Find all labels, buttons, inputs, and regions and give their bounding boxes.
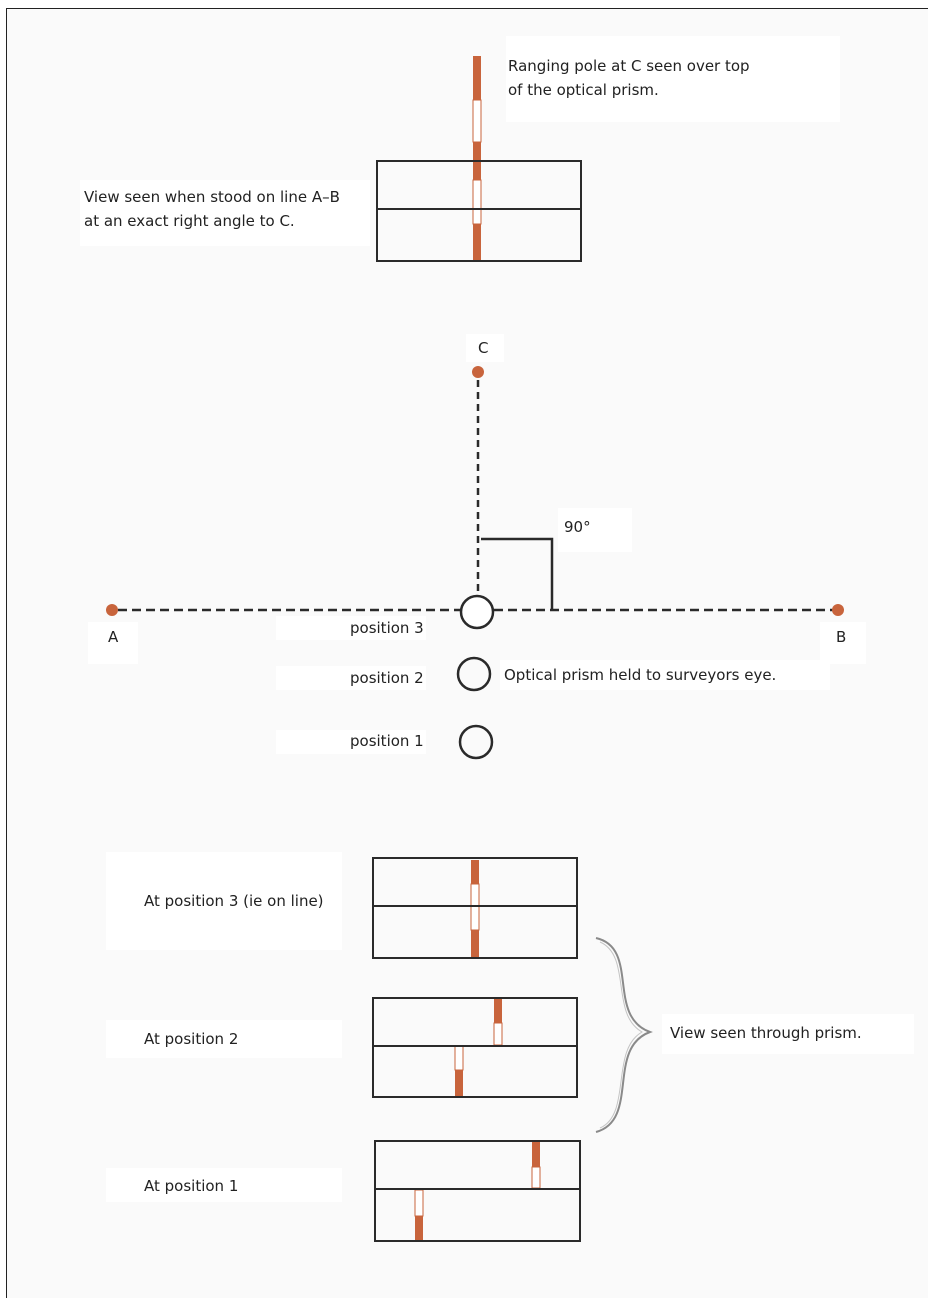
label-bg: [662, 1014, 914, 1054]
view-caption-line1: View seen when stood on line A–B: [84, 188, 340, 206]
view-position-1: [374, 1140, 581, 1242]
label-bg: [106, 1168, 342, 1202]
point-b-label: B: [836, 628, 847, 646]
label-bg: [80, 180, 370, 246]
through-prism-label: View seen through prism.: [670, 1024, 862, 1042]
at-position-1-label: At position 1: [144, 1177, 239, 1195]
view-position-2: [372, 997, 578, 1098]
view-position-3: [372, 857, 578, 959]
ranging-pole: [472, 56, 482, 261]
top-prism-view: [376, 56, 582, 262]
label-bg: [276, 730, 426, 754]
point-c-label: C: [478, 339, 489, 357]
label-bg: [106, 852, 342, 950]
label-bg: [506, 36, 840, 122]
position-3-label: position 3: [350, 619, 424, 637]
prism-position-2: [456, 656, 492, 692]
angle-label: 90°: [564, 518, 591, 536]
point-a-dot: [106, 604, 118, 616]
plan-diagram: [106, 366, 844, 760]
prism-outline: [376, 160, 582, 262]
position-1-label: position 1: [350, 732, 424, 750]
pole-caption-line2: of the optical prism.: [508, 81, 659, 99]
at-position-3-label: At position 3 (ie on line): [144, 892, 324, 910]
point-c-dot: [472, 366, 484, 378]
at-position-2-label: At position 2: [144, 1030, 239, 1048]
point-b-dot: [832, 604, 844, 616]
label-bg: [88, 622, 138, 664]
label-bg: [276, 666, 426, 690]
prism-caption: Optical prism held to surveyors eye.: [504, 666, 777, 684]
label-bg: [276, 616, 426, 640]
label-bg: [466, 334, 504, 362]
point-a-label: A: [108, 628, 119, 646]
pole-caption-line1: Ranging pole at C seen over top: [508, 57, 750, 75]
curly-brace: [595, 937, 653, 1133]
prism-position-1: [458, 724, 494, 760]
position-2-label: position 2: [350, 669, 424, 687]
label-bg: [106, 1020, 342, 1058]
view-caption-line2: at an exact right angle to C.: [84, 212, 295, 230]
right-angle-marker: [481, 537, 554, 610]
label-bg: [558, 508, 632, 552]
prism-position-3: [459, 594, 495, 630]
label-bg: [820, 622, 866, 664]
label-bg: [500, 660, 830, 690]
